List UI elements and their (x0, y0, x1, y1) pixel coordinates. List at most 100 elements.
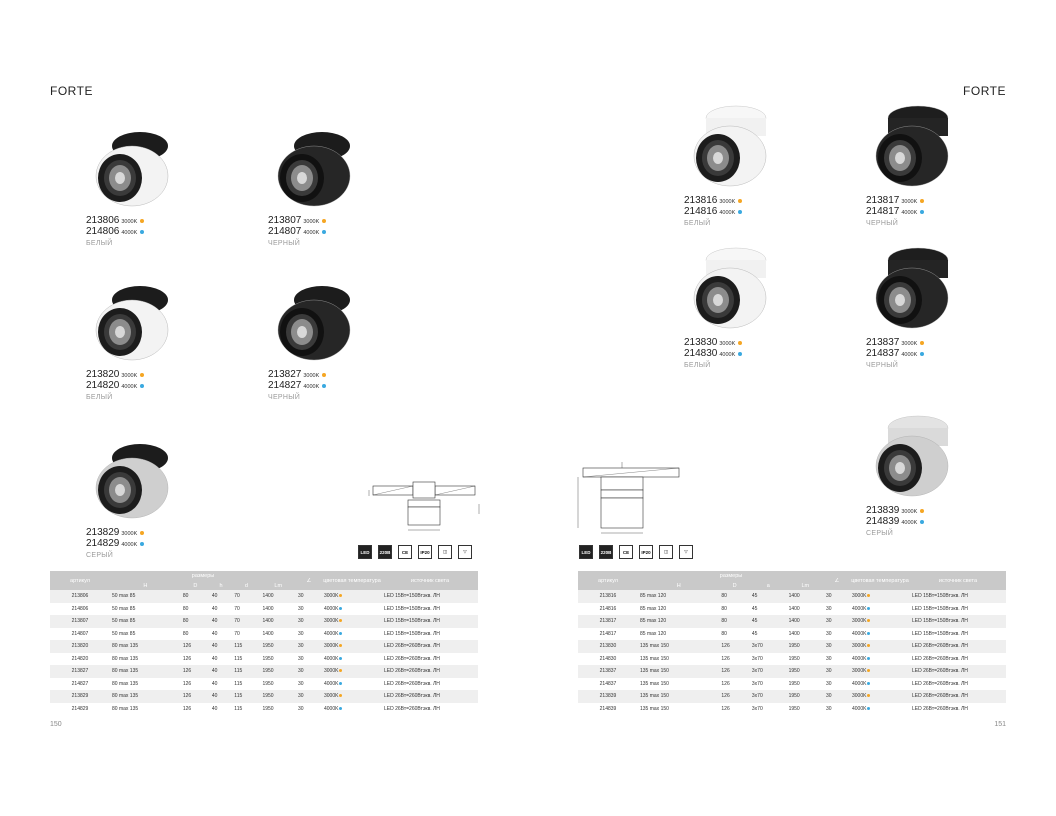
product-photo (268, 272, 364, 368)
cell-dimension: 40 (209, 652, 233, 665)
protection-class-icon: ◫ (659, 545, 673, 559)
temperature-dot-icon (339, 656, 343, 660)
cell-dimension: 50 max 85 (110, 602, 181, 615)
cell-article: 213837 (578, 665, 638, 678)
temperature-dot-icon (920, 341, 925, 345)
cell-dimension: 80 (719, 602, 750, 615)
cell-dimension: 126 (719, 690, 750, 703)
series-title: FORTE (963, 84, 1006, 98)
cell-dimension: 3x70 (749, 702, 787, 715)
cell-angle: 30 (824, 615, 850, 628)
cell-dimension: 126 (719, 652, 750, 665)
cell-article: 214839 (578, 702, 638, 715)
temperature-dot-icon (339, 606, 343, 610)
cell-angle: 30 (296, 652, 322, 665)
temperature-dot-icon (140, 373, 145, 377)
product-photo (684, 98, 780, 194)
cell-article: 213830 (578, 640, 638, 653)
cell-dimension: 126 (719, 665, 750, 678)
temperature-dot-icon (339, 619, 343, 623)
ce-mark-icon: CE (398, 545, 412, 559)
lamp-image (95, 286, 169, 361)
cell-dimension: 40 (209, 602, 233, 615)
cell-dimension: 50 max 85 (110, 590, 181, 603)
cell-dimension: 1950 (786, 702, 824, 715)
header-dimension: h (209, 581, 233, 590)
cell-dimension: 1400 (260, 627, 296, 640)
temperature-dot-icon (867, 681, 871, 685)
temperature-dot-icon (140, 384, 145, 388)
cell-dimension: 80 (180, 615, 210, 628)
header-color-temp: цветовая температура (850, 571, 910, 590)
cell-dimension: 1950 (260, 665, 296, 678)
cell-dimension: 115 (232, 665, 261, 678)
cell-dimension: 80 (180, 590, 210, 603)
color-temperature: 3000K (901, 199, 918, 205)
lamp-image (875, 105, 949, 187)
product-photo (268, 118, 364, 214)
cell-article: 213829 (50, 690, 110, 703)
lamp-image (693, 105, 767, 187)
cell-dimension: 126 (180, 640, 210, 653)
article-code: 214816 (684, 206, 718, 217)
product-photo (684, 240, 780, 336)
color-temperature: 4000K (121, 230, 138, 236)
cell-light-source: LED 26Вт=260Втэкв. ЛН (910, 690, 1006, 703)
led-icon: LED (358, 545, 372, 559)
color-temperature: 4000K (121, 384, 138, 390)
cell-dimension: 40 (209, 627, 233, 640)
cell-color-temp: 3000K (850, 690, 910, 703)
cell-article: 213816 (578, 590, 638, 603)
temperature-dot-icon (920, 509, 925, 513)
cell-angle: 30 (296, 590, 322, 603)
temperature-dot-icon (920, 199, 925, 203)
cell-color-temp: 3000K (850, 615, 910, 628)
article-code: 214827 (268, 380, 302, 391)
cell-angle: 30 (296, 665, 322, 678)
temperature-dot-icon (322, 219, 327, 223)
led-icon: LED (579, 545, 593, 559)
cell-light-source: LED 26Вт=260Втэкв. ЛН (910, 677, 1006, 690)
cell-dimension: 70 (232, 590, 261, 603)
color-temperature: 4000K (901, 210, 918, 216)
cell-dimension: 40 (209, 677, 233, 690)
article-code: 214837 (866, 348, 900, 359)
header-color-temp: цветовая температура (322, 571, 382, 590)
cell-dimension: 40 (209, 640, 233, 653)
cell-light-source: LED 26Вт=260Втэкв. ЛН (382, 702, 478, 715)
cell-angle: 30 (824, 627, 850, 640)
cell-light-source: LED 15Вт=150Втэкв. ЛН (910, 602, 1006, 615)
cell-dimension: 126 (180, 677, 210, 690)
header-light-source: источник света (910, 571, 1006, 590)
finish-color: БЕЛЫЙ (684, 220, 711, 227)
cell-light-source: LED 26Вт=260Втэкв. ЛН (382, 690, 478, 703)
temperature-dot-icon (867, 606, 871, 610)
cell-color-temp: 3000K (322, 590, 382, 603)
voltage-icon: 220В (599, 545, 613, 559)
cell-article: 214816 (578, 602, 638, 615)
temperature-dot-icon (867, 631, 871, 635)
finish-color: БЕЛЫЙ (684, 362, 711, 369)
cell-dimension: 126 (719, 702, 750, 715)
color-temperature: 3000K (121, 373, 138, 379)
temperature-dot-icon (867, 694, 871, 698)
